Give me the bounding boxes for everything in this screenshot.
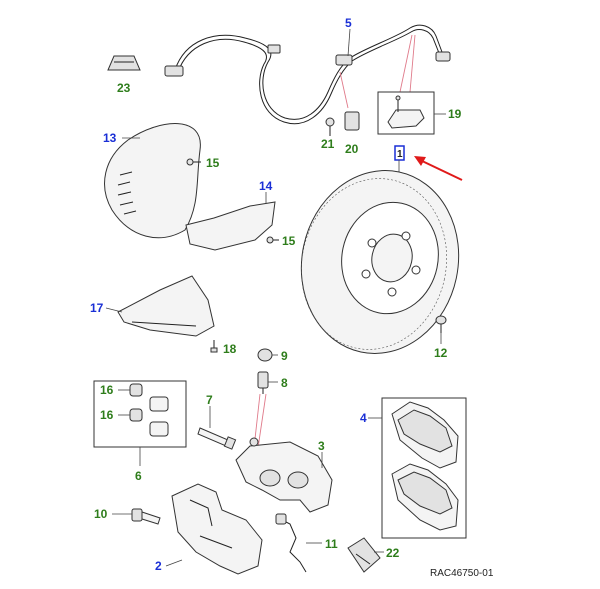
part-16-bushings (129, 383, 169, 437)
callout-15-lower: 15 (282, 234, 296, 248)
part-8-bleed-nipple (257, 371, 269, 394)
leader-5 (347, 28, 351, 57)
part-15a-bolt (186, 158, 201, 166)
callout-20: 20 (345, 142, 359, 156)
callout-6: 6 (135, 469, 142, 483)
callout-9: 9 (281, 349, 288, 363)
leader-2 (165, 559, 183, 567)
callout-10: 10 (94, 507, 108, 521)
part-19-bracket (387, 95, 425, 129)
callout-14: 14 (259, 179, 273, 193)
callout-5: 5 (345, 16, 352, 30)
part-3-caliper (235, 437, 333, 513)
part-4-brake-pads (391, 401, 459, 531)
brake-disc (300, 170, 460, 354)
guide-line-19a (399, 34, 413, 93)
red-arrow-head (414, 156, 426, 166)
guide-line-20 (339, 71, 349, 109)
highlight-box-1 (394, 145, 405, 161)
part-23-clip (107, 55, 141, 71)
callout-16-lower: 16 (100, 408, 114, 422)
part-21-bolt (325, 117, 335, 136)
callout-7: 7 (206, 393, 213, 407)
callout-1: 1 (397, 149, 403, 160)
callout-17: 17 (90, 301, 104, 315)
part-15b-bolt (266, 236, 279, 244)
callout-19: 19 (448, 107, 462, 121)
part-20-clip (344, 111, 360, 131)
part-17-shield (117, 275, 215, 337)
callout-23: 23 (117, 81, 131, 95)
part-9-cap (257, 348, 273, 362)
callout-4: 4 (360, 411, 367, 425)
red-arrow-shaft (419, 159, 463, 181)
wear-sensor-wire (164, 24, 451, 125)
callout-11: 11 (325, 537, 338, 551)
callout-18: 18 (223, 342, 237, 356)
guide-line-8b (257, 393, 267, 449)
part-18-bolt (210, 340, 218, 353)
callout-21: 21 (321, 137, 335, 151)
reference-code: RAC46750-01 (430, 568, 494, 579)
callout-2: 2 (155, 559, 162, 573)
part-12-screw (435, 315, 447, 333)
part-13-splash-shield (104, 123, 201, 239)
callout-8: 8 (281, 376, 288, 390)
part-7-guide-pin (197, 427, 237, 450)
callout-16-upper: 16 (100, 383, 114, 397)
callout-15-upper: 15 (206, 156, 220, 170)
part-2-carrier (171, 483, 263, 575)
part-10-bolt (131, 508, 161, 525)
callout-22: 22 (386, 546, 400, 560)
part-11-hose-bracket (275, 513, 307, 573)
leader-17 (105, 307, 123, 313)
callout-3: 3 (318, 439, 325, 453)
guide-line-19b (409, 34, 416, 93)
callout-12: 12 (434, 346, 448, 360)
part-14-shield (185, 201, 276, 251)
part-22-tag (347, 537, 381, 573)
callout-13: 13 (103, 131, 117, 145)
